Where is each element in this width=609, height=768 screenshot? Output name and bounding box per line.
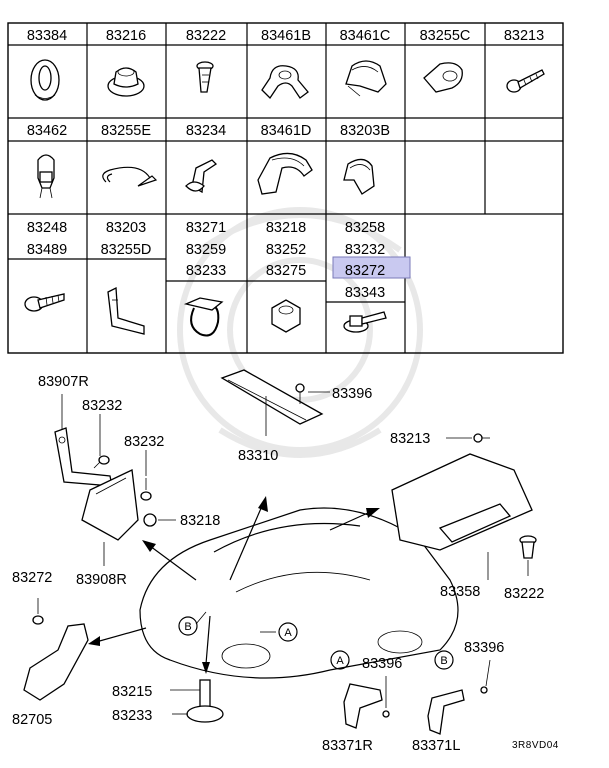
label-83310[interactable]: 83310 bbox=[238, 448, 278, 464]
part-cell-83271[interactable]: 83271 bbox=[186, 220, 226, 236]
bolt-icon bbox=[140, 478, 152, 501]
label-83371l[interactable]: 83371L bbox=[412, 738, 460, 754]
part-cell-83232[interactable]: 83232 bbox=[345, 242, 385, 258]
leader-arrows bbox=[61, 391, 529, 715]
part-cell-83255d[interactable]: 83255D bbox=[101, 242, 152, 258]
clip-icon bbox=[519, 535, 537, 559]
hook-clip-icon bbox=[37, 154, 55, 199]
label-83233[interactable]: 83233 bbox=[112, 708, 152, 724]
part-cell-83462[interactable]: 83462 bbox=[27, 123, 67, 139]
part-cell-83461d[interactable]: 83461D bbox=[261, 123, 312, 139]
part-cell-83252[interactable]: 83252 bbox=[266, 242, 306, 258]
hose-clamp-icon bbox=[183, 297, 224, 337]
label-83232-b[interactable]: 83232 bbox=[124, 434, 164, 450]
plug-icon bbox=[107, 67, 145, 97]
svg-text:A: A bbox=[284, 627, 292, 639]
large-clamp-icon bbox=[257, 152, 313, 195]
bracket-clip-icon bbox=[185, 159, 218, 194]
label-82705[interactable]: 82705 bbox=[12, 712, 52, 728]
nut-icon bbox=[271, 299, 301, 333]
flange-bolt-icon bbox=[343, 311, 387, 333]
bracket-83908r-icon bbox=[81, 469, 139, 541]
screw-icon bbox=[295, 383, 305, 404]
bracket-83907r-icon bbox=[54, 427, 113, 487]
part-cell-83203[interactable]: 83203 bbox=[106, 220, 146, 236]
bracket-82705-icon bbox=[23, 623, 89, 701]
screw-icon bbox=[382, 676, 390, 718]
label-83358[interactable]: 83358 bbox=[440, 584, 480, 600]
highlighted-part-cell[interactable] bbox=[332, 256, 411, 279]
part-cell-83216[interactable]: 83216 bbox=[106, 28, 146, 44]
push-clip-icon bbox=[196, 61, 214, 93]
tapping-screw-icon bbox=[24, 293, 65, 312]
part-cell-83234[interactable]: 83234 bbox=[186, 123, 226, 139]
grommet-icon bbox=[143, 513, 157, 527]
tray-83358-icon bbox=[391, 453, 533, 551]
band-clip-icon bbox=[423, 62, 463, 93]
part-cell-83248[interactable]: 83248 bbox=[27, 220, 67, 236]
bracket-83371l-icon bbox=[427, 689, 465, 735]
figure-code: 3R8VD04 bbox=[512, 740, 559, 751]
label-83222[interactable]: 83222 bbox=[504, 586, 544, 602]
part-cell-83275[interactable]: 83275 bbox=[266, 263, 306, 279]
svg-text:B: B bbox=[440, 655, 447, 667]
clip-assembly-icon bbox=[186, 679, 224, 723]
label-83371r[interactable]: 83371R bbox=[322, 738, 373, 754]
cable-tie-icon bbox=[102, 166, 158, 187]
svg-text:B: B bbox=[184, 621, 191, 633]
part-cell-83218[interactable]: 83218 bbox=[266, 220, 306, 236]
callout-b-marker: B bbox=[434, 650, 454, 670]
part-cell-83461b[interactable]: 83461B bbox=[261, 28, 311, 44]
bent-bracket-icon bbox=[107, 286, 145, 335]
part-cell-83272[interactable]: 83272 bbox=[345, 263, 385, 279]
label-83908r[interactable]: 83908R bbox=[76, 572, 127, 588]
label-83215[interactable]: 83215 bbox=[112, 684, 152, 700]
part-cell-83258[interactable]: 83258 bbox=[345, 220, 385, 236]
callout-a-marker: A bbox=[278, 622, 298, 642]
harness-clamp-icon bbox=[345, 60, 387, 97]
label-83213[interactable]: 83213 bbox=[390, 431, 430, 447]
nut-icon bbox=[32, 598, 44, 625]
spring-clamp-icon bbox=[343, 158, 375, 195]
label-83396-top[interactable]: 83396 bbox=[332, 386, 372, 402]
label-83396-b[interactable]: 83396 bbox=[464, 640, 504, 656]
label-83218[interactable]: 83218 bbox=[180, 513, 220, 529]
cover-83310-icon bbox=[220, 369, 324, 425]
part-cell-83489[interactable]: 83489 bbox=[27, 242, 67, 258]
part-cell-83255c[interactable]: 83255C bbox=[420, 28, 471, 44]
car-silhouette bbox=[139, 507, 459, 679]
pipe-clamp-icon bbox=[261, 65, 309, 100]
parts-table: 83384 83216 83222 83461B 83461C 83255C 8… bbox=[7, 22, 564, 354]
part-cell-83255e[interactable]: 83255E bbox=[101, 123, 151, 139]
callout-a-marker: A bbox=[330, 650, 350, 670]
svg-text:A: A bbox=[336, 655, 344, 667]
part-cell-83343[interactable]: 83343 bbox=[345, 285, 385, 301]
part-cell-83203b[interactable]: 83203B bbox=[340, 123, 390, 139]
callout-b-marker: B bbox=[178, 616, 198, 636]
bolt-icon bbox=[93, 455, 110, 469]
label-83232-a[interactable]: 83232 bbox=[82, 398, 122, 414]
screw-icon bbox=[473, 433, 490, 443]
part-cell-83461c[interactable]: 83461C bbox=[340, 28, 391, 44]
label-83272[interactable]: 83272 bbox=[12, 570, 52, 586]
bracket-83371r-icon bbox=[343, 683, 383, 729]
part-cell-83259[interactable]: 83259 bbox=[186, 242, 226, 258]
part-cell-83384[interactable]: 83384 bbox=[27, 28, 67, 44]
part-cell-83222[interactable]: 83222 bbox=[186, 28, 226, 44]
part-cell-83213[interactable]: 83213 bbox=[504, 28, 544, 44]
label-83396-a[interactable]: 83396 bbox=[362, 656, 402, 672]
label-83907r[interactable]: 83907R bbox=[38, 374, 89, 390]
screw-icon bbox=[480, 659, 491, 694]
grommet-icon bbox=[30, 59, 60, 101]
screw-icon bbox=[506, 69, 545, 93]
part-cell-83233[interactable]: 83233 bbox=[186, 263, 226, 279]
